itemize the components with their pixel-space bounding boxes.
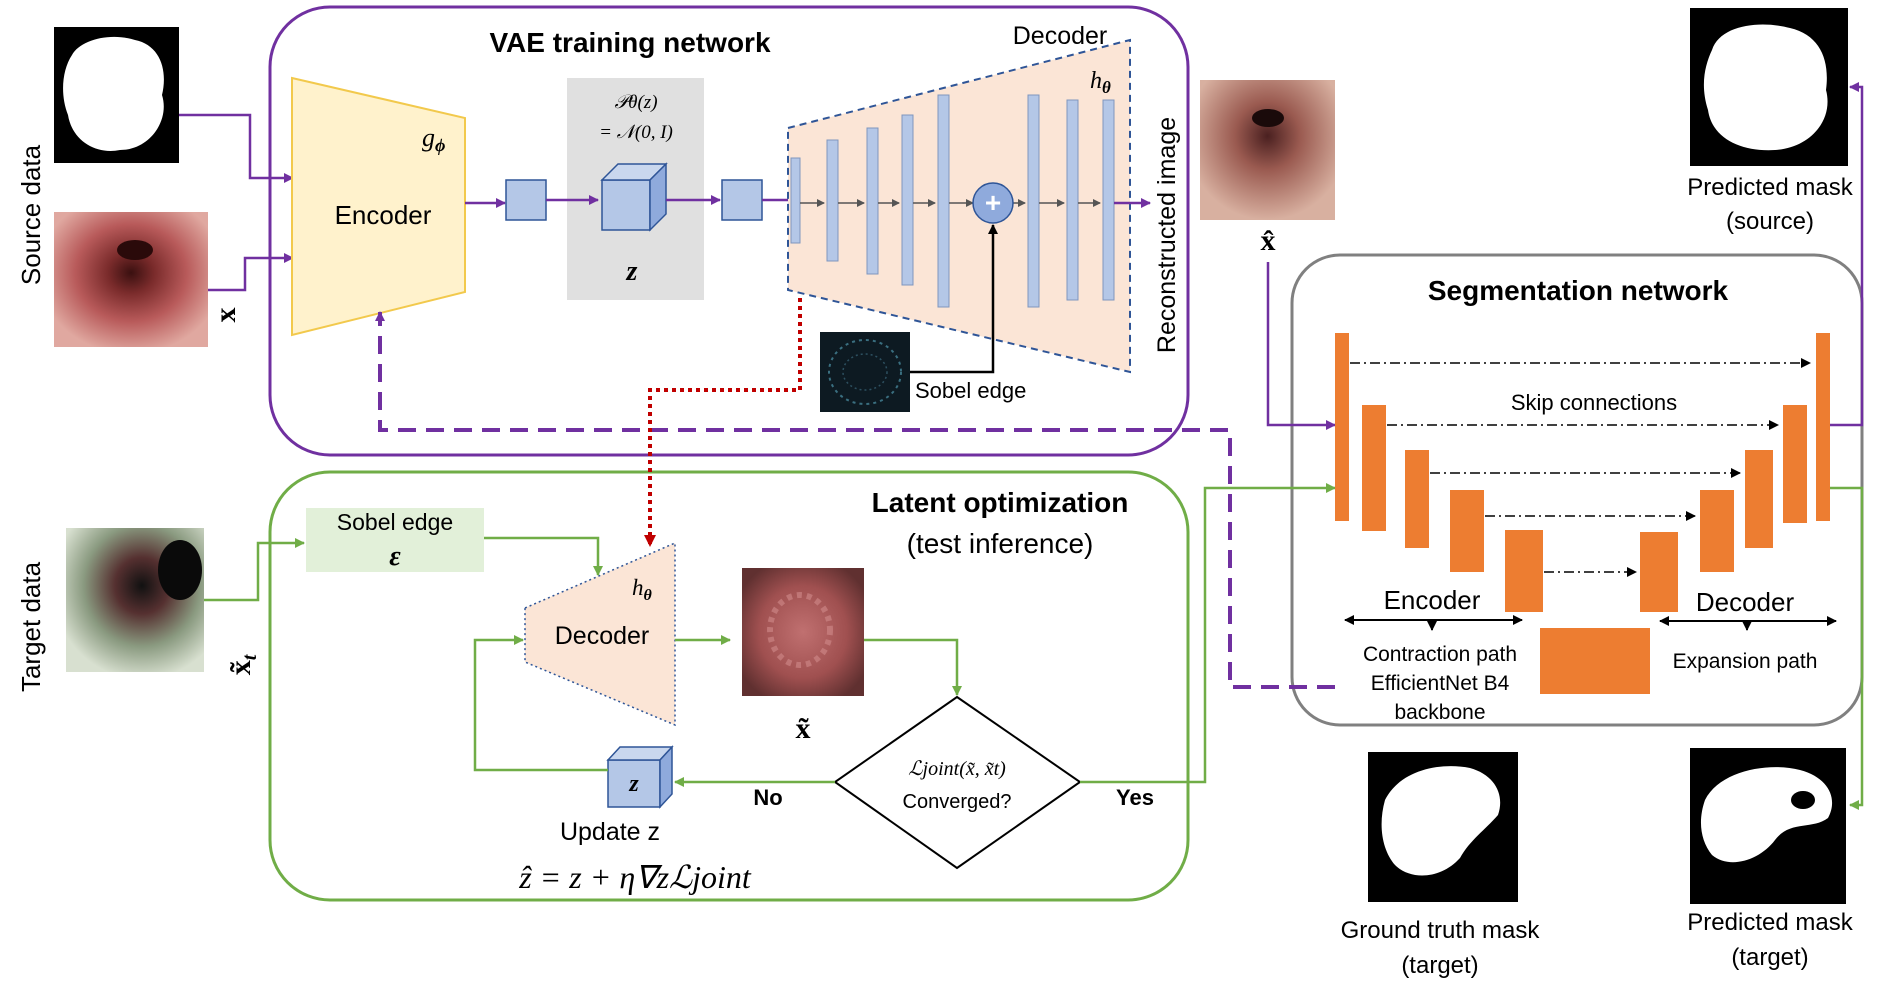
seg-to-source-mask-arrow [1830, 82, 1864, 427]
recon-to-seg-arrow [1266, 262, 1336, 430]
encoder-output-block [505, 179, 547, 221]
seg-encoder-bars [1335, 333, 1543, 612]
no-label: No [753, 785, 782, 810]
seg-encoder-span-arrow [1344, 615, 1523, 631]
convergence-decision [833, 695, 1082, 870]
latent-z-label: z [626, 256, 638, 287]
latent-sobel-label: Sobel edge [337, 509, 453, 535]
decoder-layer-blocks [790, 94, 1115, 308]
update-formula: ẑ = z + η∇zℒjoint [518, 859, 752, 895]
pred-target-label-2: (target) [1731, 944, 1808, 971]
gt-target-label-1: Ground truth mask [1341, 917, 1541, 944]
reconstructed-target-image [742, 568, 864, 696]
update-z-cube-label: z [628, 771, 639, 797]
latent-decoder-trapezoid [524, 541, 676, 727]
xtilde-label: x̃ [796, 712, 811, 745]
xtilde-to-loss-arrow [864, 638, 962, 696]
update-z-cube [606, 745, 674, 809]
prior-normal: = 𝒩(0, I) [599, 122, 673, 143]
yes-branch-arrow [1080, 483, 1336, 784]
target-data-label: Target data [16, 561, 46, 692]
seg-to-target-mask-arrow [1830, 486, 1864, 810]
vae-training-box [268, 5, 1190, 457]
latent-decoder-label: Decoder [555, 622, 650, 650]
seg-decoder-span-arrow [1659, 616, 1837, 631]
efficientnet-label: EfficientNet B4 [1371, 672, 1510, 695]
seg-encoder-label: Encoder [1384, 585, 1481, 615]
target-to-sobel-arrow [204, 538, 305, 602]
seg-decoder-bars [1640, 333, 1830, 612]
image-to-encoder-arrow [208, 253, 294, 292]
skip-connection-arrows [1350, 358, 1811, 577]
update-z-label: Update z [560, 818, 660, 846]
decoder-trapezoid [787, 38, 1131, 374]
expansion-path-label: Expansion path [1673, 650, 1818, 673]
sobel-to-decoder-arrow [910, 224, 998, 374]
latent-z-cube [600, 162, 668, 232]
encoder-label: Encoder [335, 200, 432, 230]
target-xt-label: x̃t [224, 653, 261, 675]
skip-connections-label: Skip connections [1511, 390, 1677, 415]
gt-target-label-2: (target) [1401, 952, 1478, 979]
decoder-label: Decoder [1013, 22, 1108, 50]
latent-decoder-function: hθ [632, 575, 653, 604]
yes-label: Yes [1116, 785, 1154, 810]
reconstructed-image [1200, 80, 1335, 220]
target-endoscopy-image [66, 528, 204, 672]
source-mask-image [54, 27, 179, 163]
predicted-target-mask-image [1690, 748, 1846, 904]
backbone-label: backbone [1394, 701, 1485, 724]
source-endoscopy-image [54, 212, 208, 347]
concat-plus-node [972, 182, 1014, 224]
epsilon-label: ε [389, 541, 401, 572]
encoder-trapezoid [291, 76, 466, 337]
reconstructed-image-label: Reconstructed image [1153, 117, 1181, 353]
converged-label: Converged? [903, 791, 1012, 813]
latent-subtitle: (test inference) [907, 528, 1094, 559]
source-data-label: Source data [16, 144, 46, 285]
xhat-label: x̂ [1261, 224, 1276, 257]
vae-title: VAE training network [489, 27, 770, 58]
latent-sobel-box [306, 508, 484, 572]
decoder-function-label: hθ [1090, 68, 1111, 97]
ground-truth-mask-image [1368, 752, 1518, 902]
decoder-input-block [721, 179, 763, 221]
prior-distribution: 𝒫θ(z) [614, 92, 657, 113]
contraction-path-label: Contraction path [1363, 643, 1517, 666]
seg-bottleneck [1540, 628, 1650, 694]
sobel-edge-thumbnail [820, 332, 910, 412]
predicted-source-mask-image [1690, 8, 1848, 166]
concat-plus-symbol: + [985, 187, 1001, 218]
pred-target-label-1: Predicted mask [1687, 909, 1853, 936]
encoder-function-label: gϕ [422, 123, 445, 155]
mask-to-encoder-arrow [179, 113, 294, 183]
vae-sobel-label: Sobel edge [915, 378, 1026, 403]
loss-function-label: ℒjoint(x̃, x̃t) [908, 758, 1006, 780]
pred-source-label-2: (source) [1726, 208, 1814, 235]
pred-source-label-1: Predicted mask [1687, 174, 1853, 201]
shared-decoder-path [644, 298, 802, 547]
source-x-label: x [209, 308, 242, 323]
latent-title: Latent optimization [872, 487, 1129, 518]
segmentation-feedback-path [375, 311, 1335, 689]
seg-decoder-label: Decoder [1696, 587, 1795, 617]
seg-title: Segmentation network [1428, 275, 1729, 306]
latent-optimization-box [268, 470, 1190, 902]
z-feedback-loop [473, 635, 608, 772]
sobel-to-decoder-arrow-latent [484, 536, 603, 576]
